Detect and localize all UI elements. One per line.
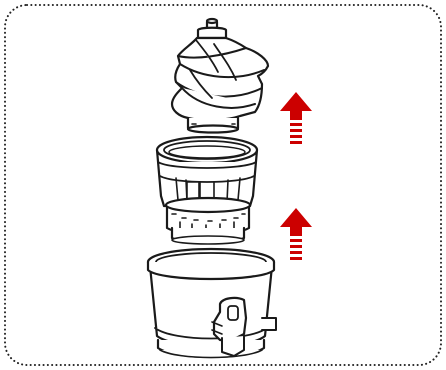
drum-bowl (148, 249, 276, 358)
juicing-screen (157, 137, 257, 244)
auger-screw (172, 19, 268, 133)
arrow-up-icon (280, 92, 312, 144)
arrow-up-icon (280, 208, 312, 260)
